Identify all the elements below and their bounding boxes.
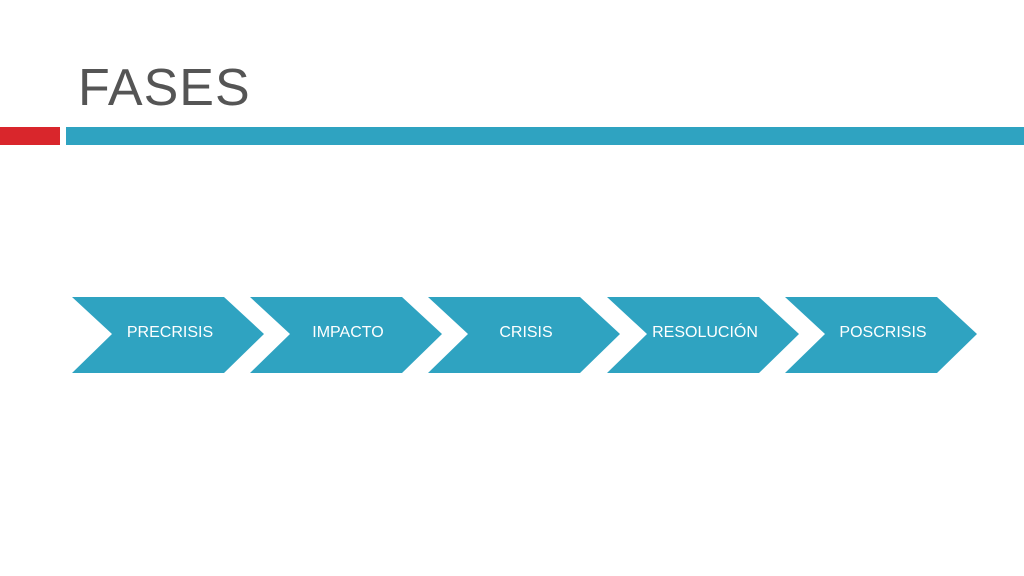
chevron-step-2 (250, 297, 442, 373)
chevron-step-3 (428, 297, 620, 373)
chevron-step-1 (72, 297, 264, 373)
step-label-poscrisis: POSCRISIS (839, 324, 927, 341)
chevron-step-5 (785, 297, 977, 373)
title-accent-blue-bar (66, 127, 1024, 145)
step-label-impacto: IMPACTO (312, 324, 384, 341)
step-label-crisis: CRISIS (499, 324, 553, 341)
page-title: FASES (78, 59, 251, 117)
step-label-resolucion: RESOLUCIÓN (652, 324, 758, 341)
chevron-step-4 (607, 297, 799, 373)
step-label-precrisis: PRECRISIS (126, 324, 214, 341)
title-accent-red-bar (0, 127, 60, 145)
